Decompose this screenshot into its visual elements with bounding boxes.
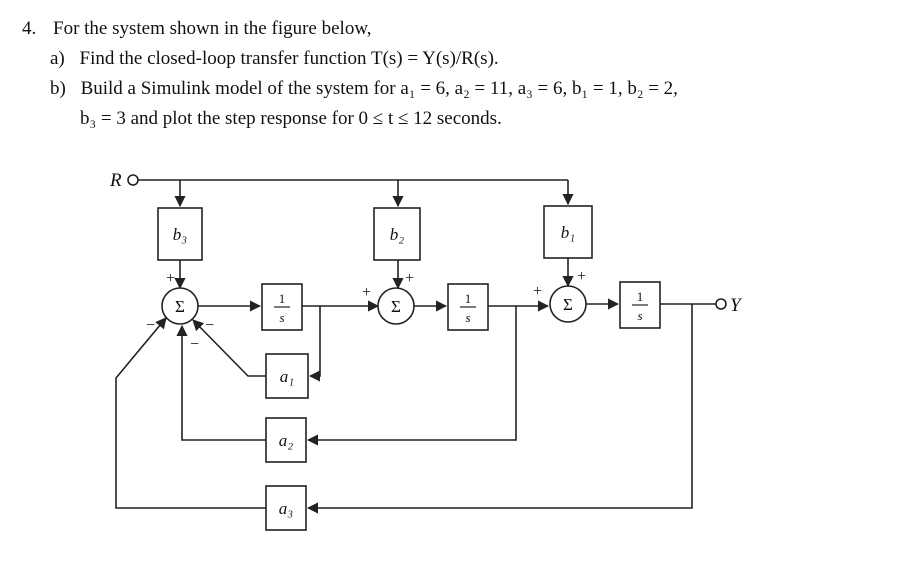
part-b-text-cont: b₃ = 3 and plot the step response for 0 … bbox=[80, 108, 502, 129]
sum1-sign-top: + bbox=[166, 270, 175, 287]
block-a1 bbox=[265, 353, 309, 399]
input-label: R bbox=[109, 170, 122, 191]
sum1-sign-bottom: − bbox=[190, 336, 199, 353]
problem-intro: For the system shown in the figure below… bbox=[53, 18, 372, 39]
block-b2-label: b₂ bbox=[390, 225, 405, 244]
part-a: a) Find the closed-loop transfer functio… bbox=[50, 44, 499, 74]
sum3-sign-left: + bbox=[533, 283, 542, 300]
sum1-sign-left: − bbox=[146, 317, 155, 334]
integrator-3 bbox=[619, 281, 661, 329]
part-b-continued: b₃ = 3 and plot the step response for 0 … bbox=[80, 104, 502, 134]
wire-a1-to-sum1 bbox=[192, 319, 266, 377]
wire-a2-to-sum1 bbox=[176, 324, 266, 441]
sum2-sign-top: + bbox=[405, 270, 414, 287]
part-b-text: Build a Simulink model of the system for… bbox=[80, 78, 678, 99]
block-a1-label: a₁ bbox=[280, 367, 294, 386]
sum2-symbol: Σ bbox=[391, 297, 401, 316]
problem-number: 4. bbox=[22, 18, 37, 39]
input-port bbox=[127, 174, 139, 186]
problem-intro-line: 4. For the system shown in the figure be… bbox=[22, 14, 372, 44]
sum2-sign-left: + bbox=[362, 284, 371, 301]
sum3-symbol: Σ bbox=[563, 295, 573, 314]
output-label: Y bbox=[730, 295, 743, 316]
block-b3 bbox=[157, 207, 203, 261]
part-b: b) Build a Simulink model of the system … bbox=[50, 74, 678, 104]
wire-a3-to-sum1 bbox=[115, 317, 266, 509]
part-a-text: Find the closed-loop transfer function T… bbox=[79, 48, 499, 69]
block-a2-label: a₂ bbox=[279, 431, 294, 450]
part-b-label: b) bbox=[50, 78, 66, 99]
integrator-2-den: s bbox=[465, 310, 470, 325]
block-a3 bbox=[265, 485, 307, 531]
block-b1-label: b₁ bbox=[561, 223, 575, 242]
sum3-sign-top: + bbox=[577, 268, 586, 285]
integrator-3-num: 1 bbox=[637, 289, 644, 304]
sum1-symbol: Σ bbox=[175, 297, 185, 316]
output-port bbox=[715, 298, 727, 310]
part-a-label: a) bbox=[50, 48, 65, 69]
block-b2 bbox=[373, 207, 421, 261]
integrator-1-num: 1 bbox=[279, 291, 286, 306]
sum1-sign-right: − bbox=[205, 317, 214, 334]
block-b3-label: b₃ bbox=[173, 225, 188, 244]
wire-tap-int2-to-a2 bbox=[306, 306, 517, 446]
integrator-3-den: s bbox=[637, 308, 642, 323]
integrator-1-den: s bbox=[279, 310, 284, 325]
wire-tap-int1-to-a1 bbox=[308, 306, 321, 382]
integrator-2-num: 1 bbox=[465, 291, 472, 306]
block-a3-label: a₃ bbox=[279, 499, 294, 518]
wire-tap-y-to-a3 bbox=[306, 304, 693, 514]
